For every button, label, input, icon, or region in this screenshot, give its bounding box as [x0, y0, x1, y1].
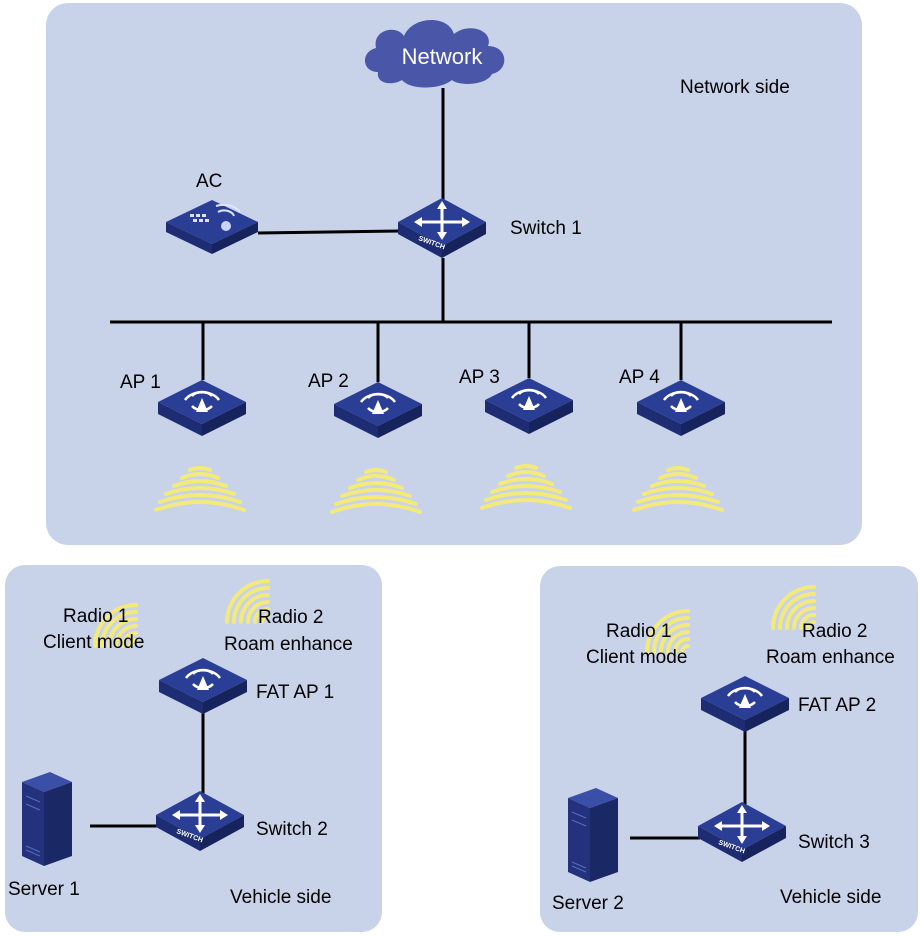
network-side-label: Network side — [680, 77, 790, 98]
vehicle-2-radio-2-mode: Roam enhance — [766, 647, 895, 668]
vehicle-2-radio-1-title: Radio 1 — [606, 621, 672, 642]
ap-2-label: AP 2 — [308, 371, 349, 392]
ac-label: AC — [196, 171, 222, 192]
vehicle-2-radio-2-title: Radio 2 — [802, 621, 868, 642]
vehicle-1-links — [90, 712, 205, 828]
vehicle-2-radio-1-mode: Client mode — [586, 647, 687, 668]
server-icon — [567, 787, 619, 883]
ap-3: AP 3 — [459, 367, 575, 510]
ap-3-label: AP 3 — [459, 367, 500, 388]
vehicle-2-ap-label: FAT AP 2 — [798, 695, 876, 716]
ap-2: AP 2 — [308, 371, 424, 514]
vehicle-1-ap-label: FAT AP 1 — [256, 682, 334, 703]
vehicle-1-radio-1-title: Radio 1 — [63, 606, 129, 627]
network-cloud: Network — [364, 19, 505, 88]
ac-device: AC — [165, 171, 259, 255]
ap-1-label: AP 1 — [120, 372, 161, 393]
vehicle-1-radio-2-title: Radio 2 — [258, 607, 324, 628]
vehicle-1-server-label: Server 1 — [8, 879, 80, 900]
vehicle-1-panel — [5, 565, 382, 932]
vehicle-1-switch-label: Switch 2 — [256, 819, 328, 840]
ap-1: AP 1 — [120, 372, 248, 512]
vehicle-2-links — [630, 730, 747, 840]
vehicle-2-side-label: Vehicle side — [780, 887, 881, 908]
ap-4-label: AP 4 — [619, 367, 660, 388]
vehicle-2-switch-label: Switch 3 — [798, 832, 870, 853]
cloud-label: Network — [402, 44, 484, 69]
vehicle-2-panel — [540, 566, 918, 932]
network-links — [110, 88, 832, 382]
vehicle-2-server-label: Server 2 — [552, 893, 624, 914]
server-icon — [21, 771, 73, 867]
switch-1-label: Switch 1 — [510, 218, 582, 239]
ap-4: AP 4 — [619, 367, 727, 512]
vehicle-1-radio-1-mode: Client mode — [43, 632, 144, 653]
switch-1: Switch 1 — [396, 196, 582, 260]
vehicle-1-side-label: Vehicle side — [230, 887, 331, 908]
vehicle-1-radio-2-mode: Roam enhance — [224, 634, 353, 655]
